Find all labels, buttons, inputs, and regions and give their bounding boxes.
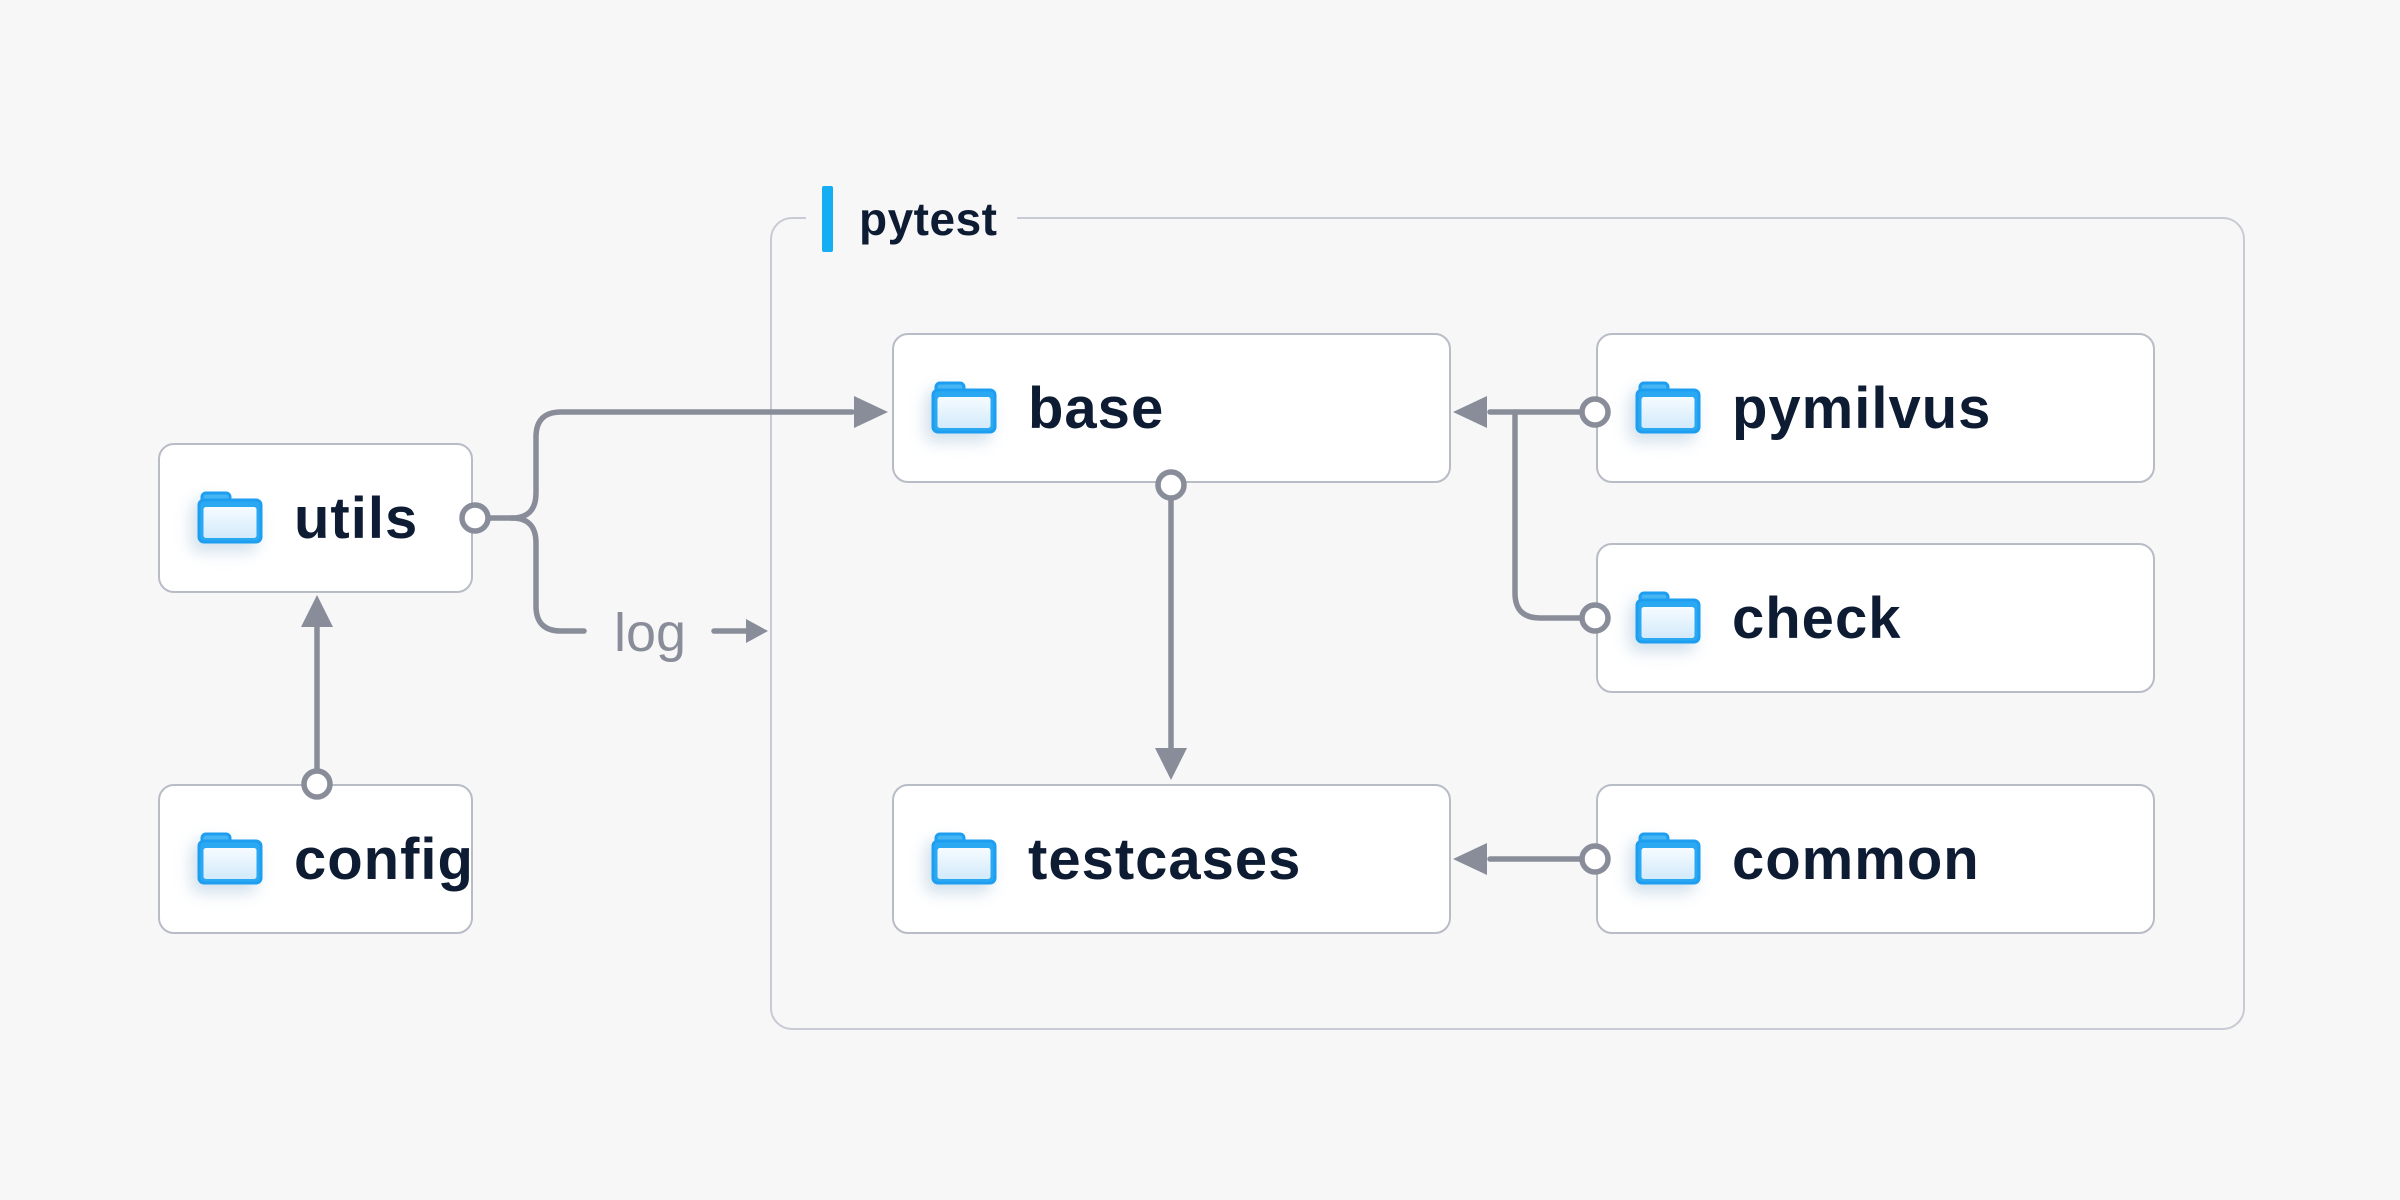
node-label: base	[1028, 375, 1165, 441]
edge-label-log: log	[613, 603, 687, 663]
node-label: config	[294, 826, 474, 892]
pytest-group-label: pytest	[806, 183, 1018, 255]
arrowhead-up	[301, 595, 333, 627]
node-base: base	[892, 333, 1451, 483]
arrowhead-small-right	[746, 619, 768, 643]
accent-bar	[822, 186, 833, 252]
node-label: utils	[294, 485, 419, 551]
pytest-group-box	[770, 217, 2245, 1030]
folder-icon	[931, 381, 997, 434]
group-label-text: pytest	[859, 193, 998, 245]
folder-icon	[1635, 381, 1701, 434]
folder-icon	[1635, 591, 1701, 644]
node-label: common	[1732, 826, 1980, 892]
node-testcases: testcases	[892, 784, 1451, 934]
node-label: testcases	[1028, 826, 1302, 892]
folder-icon	[1635, 832, 1701, 885]
edge-line-down	[509, 515, 587, 634]
node-check: check	[1596, 543, 2155, 693]
edge-config-utils	[301, 595, 333, 800]
node-common: common	[1596, 784, 2155, 934]
node-pymilvus: pymilvus	[1596, 333, 2155, 483]
folder-icon	[197, 491, 263, 544]
node-utils: utils	[158, 443, 473, 593]
node-label: check	[1732, 585, 1902, 651]
folder-icon	[931, 832, 997, 885]
folder-icon	[197, 832, 263, 885]
node-label: pymilvus	[1732, 375, 1992, 441]
node-config: config	[158, 784, 473, 934]
